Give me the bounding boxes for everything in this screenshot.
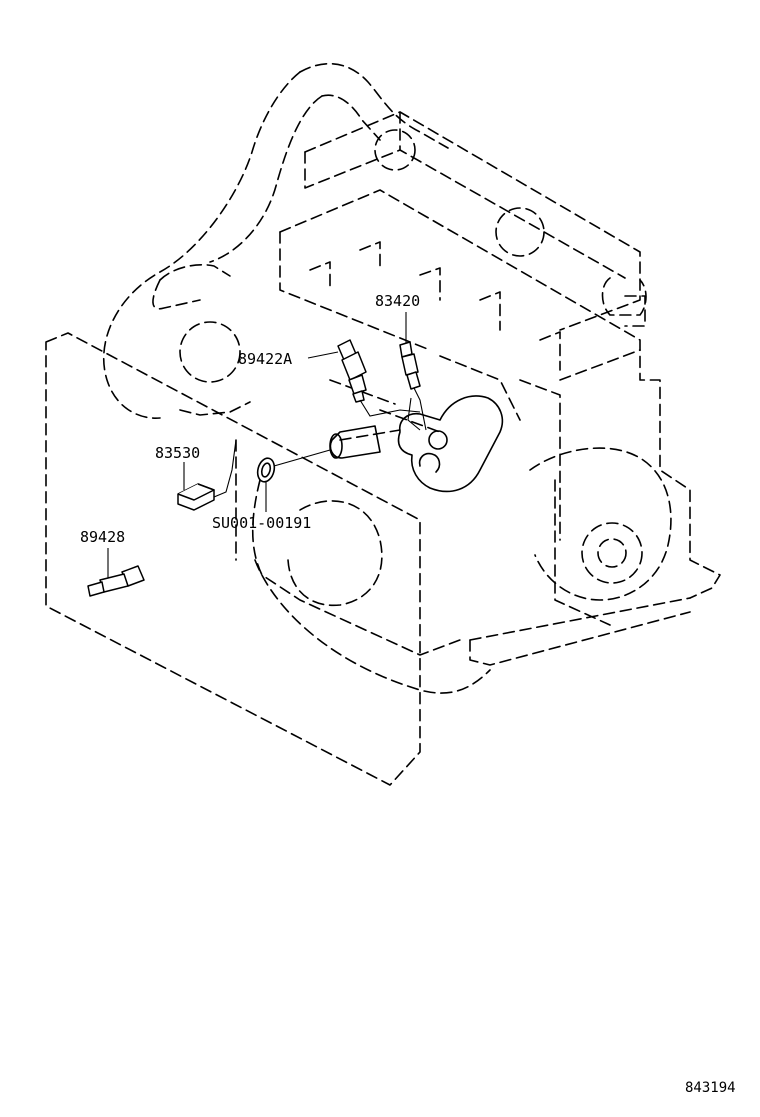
label-83530: 83530 — [155, 444, 200, 462]
part-89428[interactable]: 89428 — [80, 528, 145, 597]
label-su001-00191: SU001-00191 — [212, 514, 311, 532]
engine-phantom-outline — [103, 63, 721, 694]
label-89428: 89428 — [80, 528, 125, 546]
part-89422a[interactable]: 89422A — [238, 339, 421, 417]
part-83530[interactable]: 83530 — [155, 439, 237, 511]
part-83420[interactable]: 83420 — [375, 292, 427, 431]
water-outlet-housing — [329, 395, 504, 493]
label-83420: 83420 — [375, 292, 420, 310]
reference-box — [45, 332, 421, 786]
figure-code: 843194 — [685, 1080, 736, 1096]
part-su001-00191[interactable]: SU001-00191 — [212, 449, 331, 532]
label-89422a: 89422A — [238, 350, 292, 368]
